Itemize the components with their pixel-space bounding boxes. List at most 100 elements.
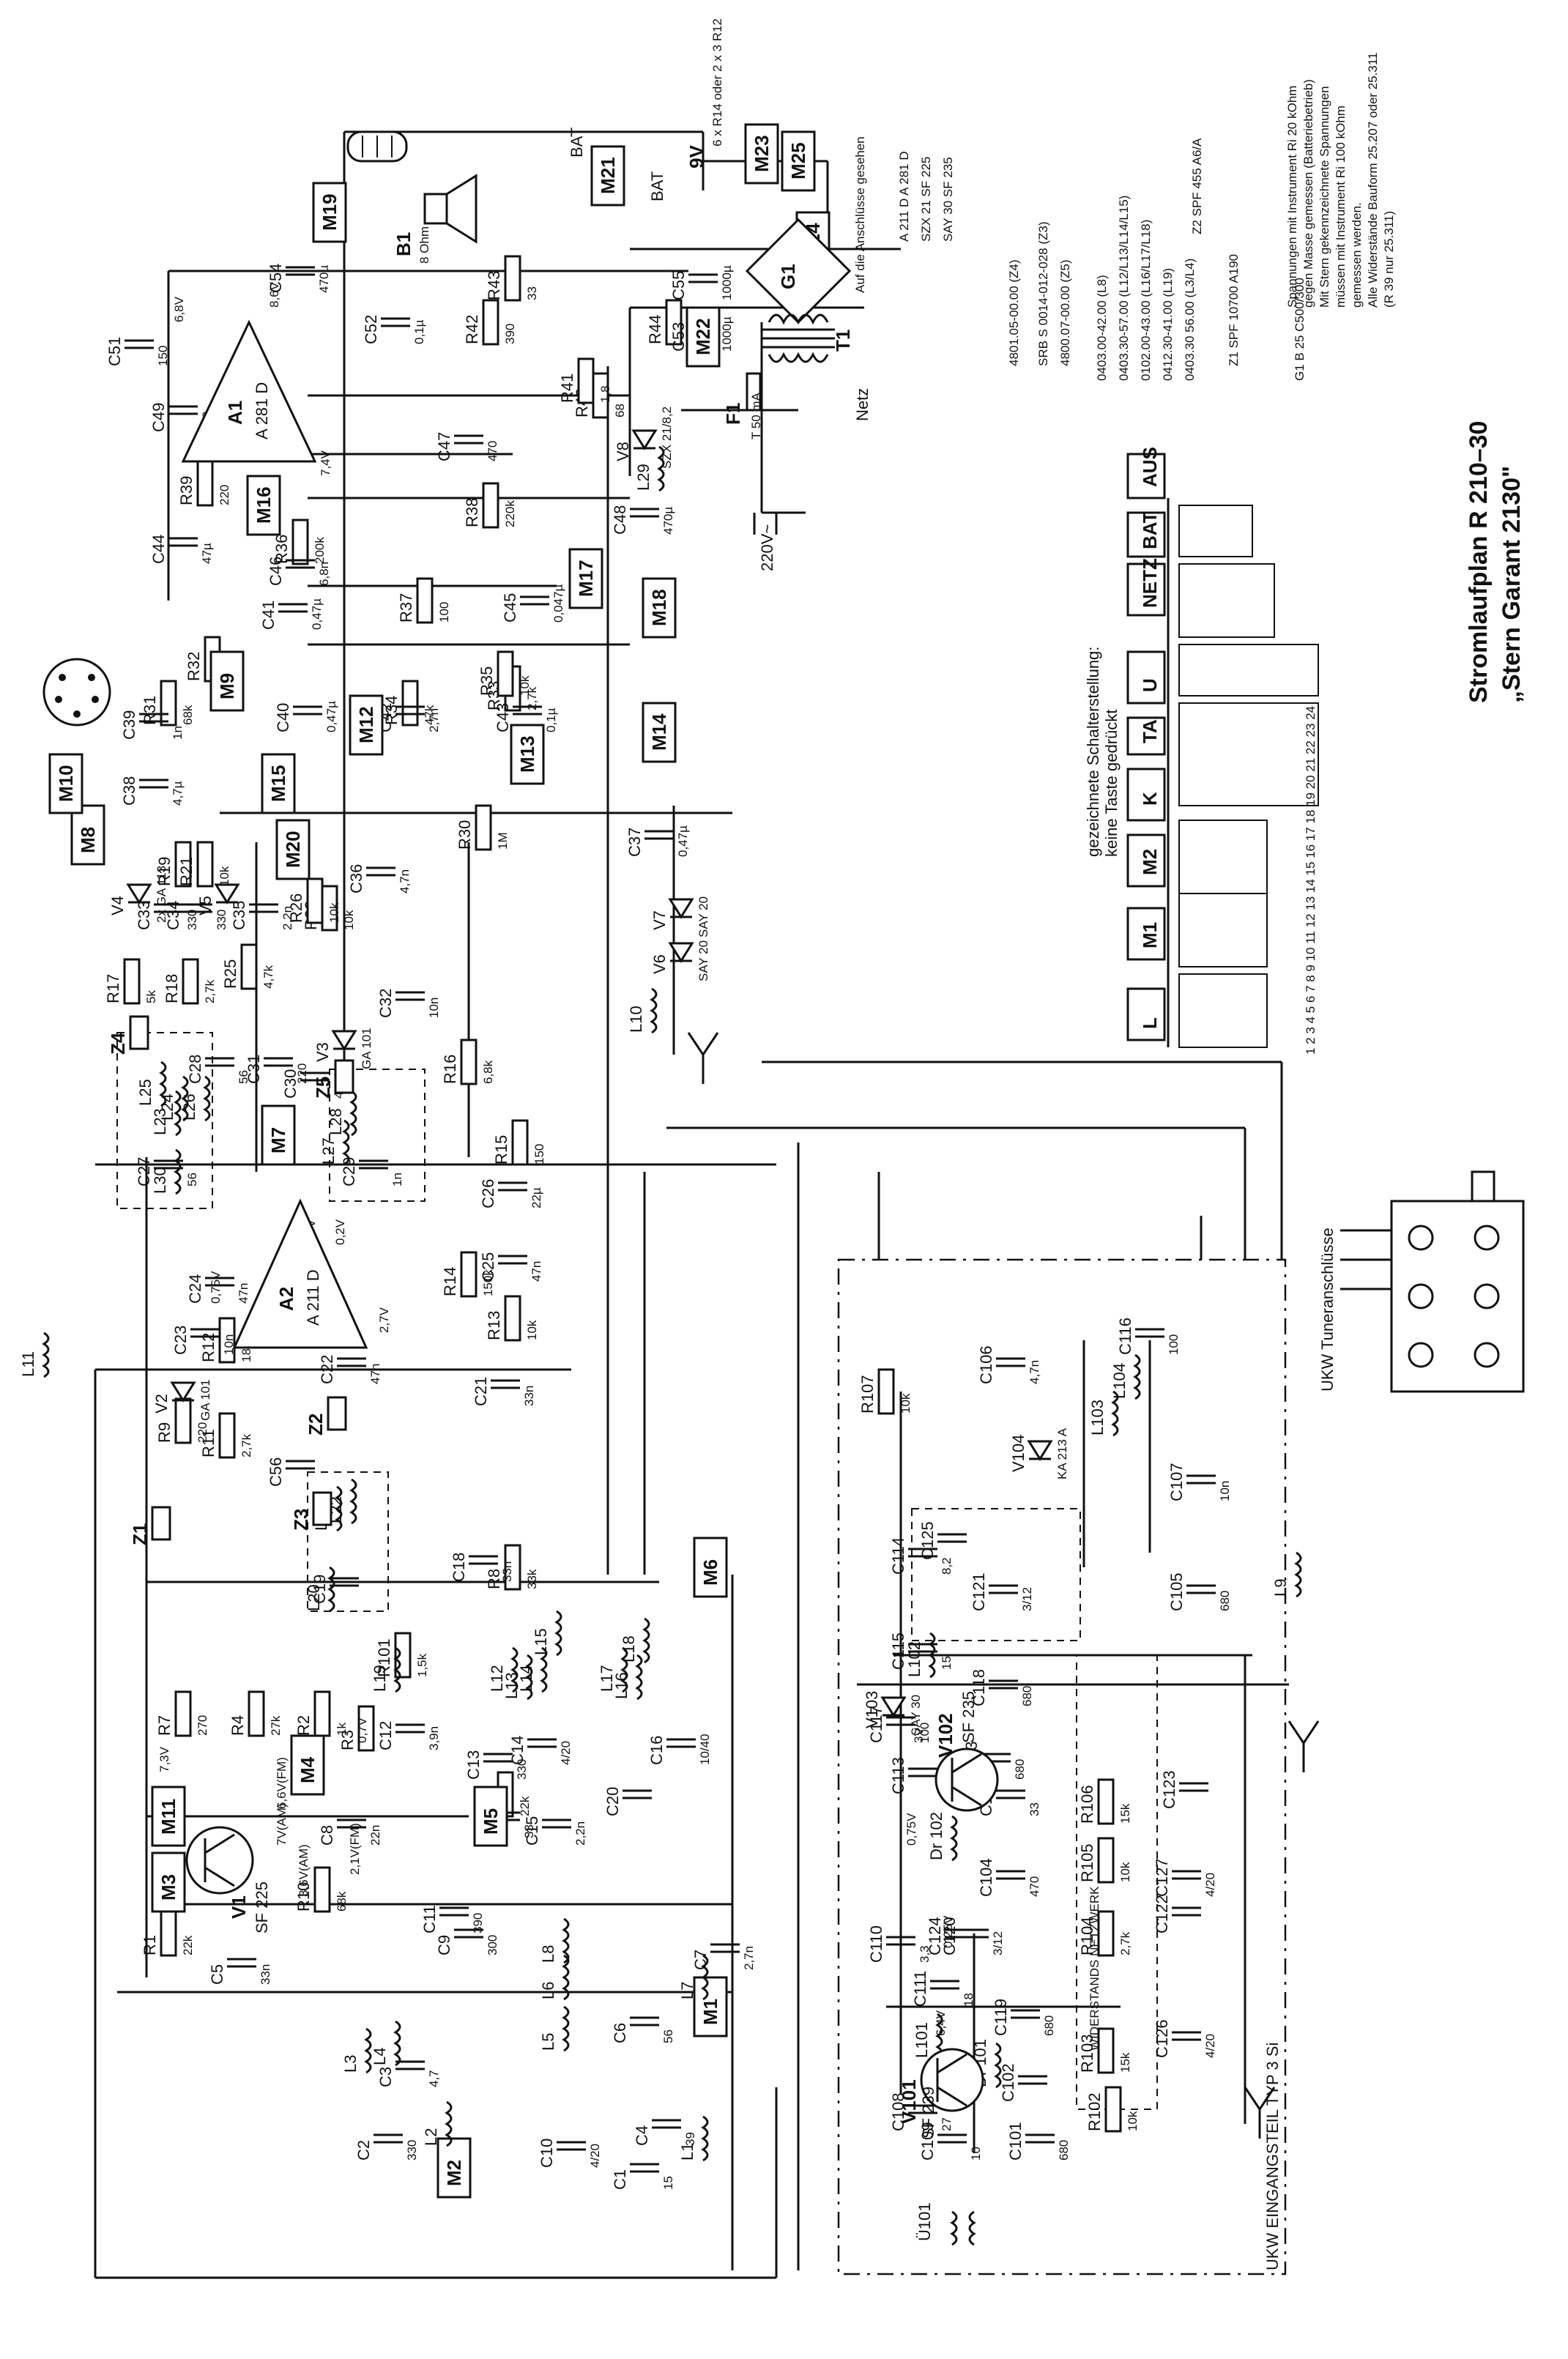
module-m21: M21 (590, 145, 625, 207)
coil-l24: L24 (158, 1075, 189, 1122)
capacitor-value: 3/12 (991, 1931, 1005, 1955)
resistor-value: 2,7k (239, 1433, 253, 1457)
bat-label-2: BAT (648, 171, 666, 201)
diode-ref: V104 (1009, 1435, 1028, 1472)
resistor-value: 1,5k (415, 1653, 429, 1677)
resistor-ref: R25 (221, 959, 239, 989)
voltage-label: 6,4V (934, 2010, 948, 2036)
switch-key-aus: AUS (1139, 447, 1161, 487)
filter-ref: Z1 (129, 1523, 151, 1545)
pinout-note: Auf die Anschlüsse gesehen (853, 136, 867, 293)
resistor-value: 15k (1118, 2052, 1132, 2073)
switch-note-2: keine Taste gedrückt (1102, 710, 1121, 857)
capacitor-value: 22n (368, 1825, 382, 1846)
capacitor-ref: C24 (186, 1274, 204, 1304)
coil-l29: L29 (634, 445, 665, 492)
capacitor-value: 330 (215, 910, 228, 930)
filter-z1: Z1 (129, 1506, 171, 1545)
transistor-v101-type: SF 239 (919, 2087, 937, 2139)
capacitor-value: 33n (522, 1386, 536, 1406)
capacitor-ref: C5 (208, 1964, 226, 1985)
capacitor-ref: C127 (1153, 1858, 1171, 1897)
transistor-v1-type: SF 225 (253, 1881, 271, 1933)
resistor-ref: R10 (294, 1882, 313, 1912)
module-ref: M6 (699, 1559, 721, 1586)
capacitor-value: 0,1µ (544, 707, 558, 732)
coil-ref: L1 (678, 2143, 696, 2161)
resistor-value: 220k (503, 500, 517, 527)
module-m25: M25 (781, 130, 816, 192)
capacitor-value: 2,7n (742, 1946, 756, 1970)
capacitor-ref: C33 (135, 901, 153, 930)
capacitor-value: 18 (962, 1993, 976, 2007)
capacitor-ref: C34 (164, 901, 182, 930)
module-ref: M8 (77, 827, 99, 853)
pinout-note: 0403.30-57.00 (L12/L13/L14/L15) (1117, 196, 1131, 381)
resistor-value: 270 (196, 1715, 209, 1736)
capacitor-value: 15 (661, 2176, 675, 2190)
module-ref: M18 (648, 589, 670, 626)
coil-ref: L104 (1110, 1363, 1129, 1399)
capacitor-value: 56 (237, 1070, 250, 1084)
capacitor-value: 15 (940, 1656, 954, 1670)
coil-ref: L9 (1271, 1579, 1290, 1597)
resistor-value: 2,7k (525, 686, 539, 710)
capacitor-ref: C55 (669, 271, 688, 300)
voltage-label: 0,75V (904, 1813, 918, 1846)
footnote-line: Spannungen mit Instrument Ri 20 kOhm (1285, 86, 1299, 308)
module-ref: M9 (216, 673, 238, 699)
coil-l6: L6 (539, 1954, 570, 2001)
capacitor-value: 330 (405, 2140, 419, 2161)
coil-ref: L103 (1088, 1400, 1107, 1435)
capacitor-value: 680 (1042, 2016, 1056, 2036)
diode-ref: V2 (152, 1394, 171, 1413)
capacitor-value: 6,8n (317, 562, 331, 586)
z3-outline (307, 1471, 389, 1612)
widerstandsnetzwerk-label: WIDERSTANDS NETZWERK (1088, 1886, 1101, 2051)
capacitor-ref: C26 (479, 1179, 497, 1208)
capacitor-value: 3,9n (427, 1726, 441, 1750)
capacitor-value: 680 (1013, 1759, 1027, 1780)
capacitor-ref: C1 (611, 2169, 629, 2190)
capacitor-ref: C46 (267, 557, 285, 586)
capacitor-c125: C125 (918, 1521, 967, 1560)
switch-key-u: U (1139, 678, 1161, 692)
capacitor-value: 0,47µ (310, 598, 324, 630)
coil-ref: L29 (634, 464, 653, 491)
capacitor-value: 3,3 (918, 1945, 932, 1963)
capacitor-value: 33 (1028, 1802, 1041, 1816)
resistor-value: 10k (1118, 1862, 1132, 1882)
capacitor-ref: C10 (538, 2139, 556, 2168)
din-socket (42, 658, 111, 727)
diode-type: GA 101 (360, 1028, 374, 1069)
resistor-value: 10k (218, 866, 231, 886)
capacitor-c122: C122 (1153, 1895, 1201, 1933)
resistor-value: 150 (532, 1144, 546, 1164)
footnote-line: (R 39 nur 25.311) (1382, 211, 1396, 308)
pinout-note: 4801.05-00.00 (Z4) (1007, 259, 1021, 366)
diode-v5: V5 (196, 883, 240, 915)
